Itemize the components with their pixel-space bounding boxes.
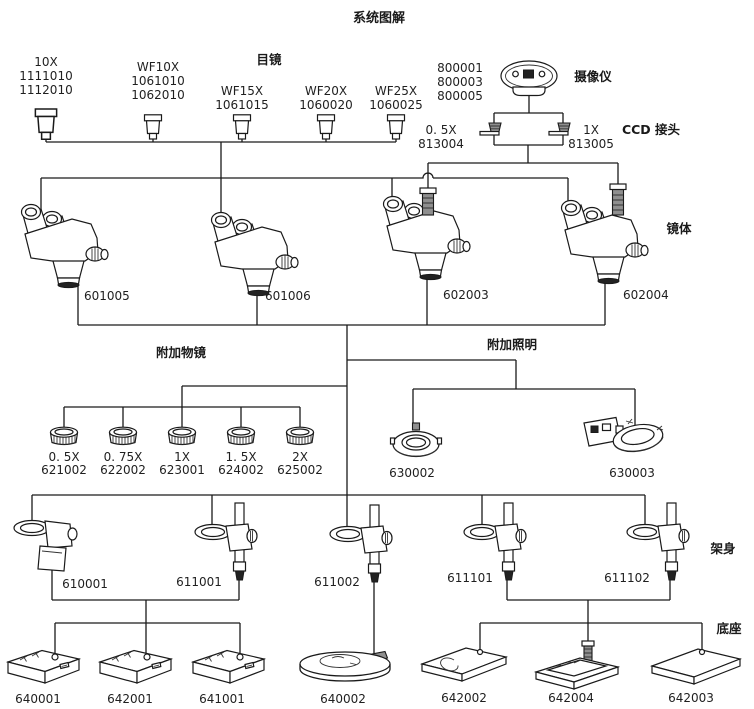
scope-body-601005: [20, 203, 109, 289]
eyepiece-code: 1061010: [131, 74, 184, 88]
eyepiece-code: 1112010: [19, 83, 72, 97]
base-code: 642003: [668, 691, 714, 705]
stand-code: 611001: [176, 575, 222, 589]
base-640002-icon: [299, 650, 391, 682]
eyepiece-wf25x-icon: [386, 114, 406, 140]
eyepiece-code: 1060020: [299, 98, 352, 112]
aux-lens-mag: 2X: [292, 450, 308, 464]
eyepiece-code: 1062010: [131, 88, 184, 102]
base-642001-icon: [99, 649, 172, 684]
stand-code: 611102: [604, 571, 650, 585]
aux-lens-mag: 0. 75X: [104, 450, 143, 464]
eyepiece-label: 10X: [34, 55, 58, 69]
base-642004-icon: [533, 640, 621, 690]
eyepiece-label: WF20X: [305, 84, 347, 98]
ccd-mag: 1X: [583, 123, 599, 137]
ring-light-code: 630003: [609, 466, 655, 480]
eyepiece-10x-icon: [34, 108, 58, 140]
aux-lens-2x-icon: [285, 426, 315, 446]
aux-lens-mag: 0. 5X: [48, 450, 79, 464]
eyepiece-wf15x-icon: [232, 114, 252, 140]
ccd-section-label: CCD 接头: [622, 122, 681, 137]
base-code: 640002: [320, 692, 366, 706]
eyepiece-wf10x-icon: [143, 114, 163, 140]
aux-lens-code: 624002: [218, 463, 264, 477]
body-code: 602003: [443, 288, 489, 302]
eyepieces-section-label: 目镜: [256, 52, 282, 67]
ccd-code: 813004: [418, 137, 464, 151]
aux-lens-mag: 1X: [174, 450, 190, 464]
phototube-602004: [609, 183, 627, 216]
aux-illumination-section-label: 附加照明: [487, 337, 537, 352]
aux-lens-code: 621002: [41, 463, 87, 477]
base-code: 640001: [15, 692, 61, 706]
stand-610001-icon: [13, 519, 78, 572]
aux-lens-code: 625002: [277, 463, 323, 477]
base-642003-icon: [650, 648, 743, 685]
bodies-section-label: 镜体: [666, 221, 692, 236]
connector-lines: [31, 95, 703, 657]
ccd-code: 813005: [568, 137, 614, 151]
stand-611002-icon: [329, 504, 393, 583]
eyepiece-label: WF15X: [221, 84, 263, 98]
base-642002-icon: [419, 647, 509, 682]
stand-611102-icon: [626, 502, 690, 581]
ccd-adapter-1x-icon: [548, 122, 571, 136]
camera-code: 800001: [437, 61, 483, 75]
aux-lens-1x-icon: [167, 426, 197, 446]
aux-lens-code: 623001: [159, 463, 205, 477]
ring-light-code: 630002: [389, 466, 435, 480]
base-640001-icon: [7, 649, 80, 684]
ccd-adapter-05x-icon: [479, 122, 502, 136]
aux-lens-code: 622002: [100, 463, 146, 477]
eyepiece-label: WF25X: [375, 84, 417, 98]
base-code: 642001: [107, 692, 153, 706]
eyepiece-code: 1061015: [215, 98, 268, 112]
scope-body-601006: [210, 211, 299, 297]
stand-611101-icon: [463, 502, 527, 581]
stand-code: 611002: [314, 575, 360, 589]
stand-code: 611101: [447, 571, 493, 585]
ring-light-630003-icon: [583, 416, 664, 453]
aux-objectives-section-label: 附加物镜: [156, 345, 207, 360]
aux-lens-05x-icon: [49, 426, 79, 446]
eyepiece-wf20x-icon: [316, 114, 336, 140]
body-code: 601006: [265, 289, 311, 303]
aux-lens-mag: 1. 5X: [225, 450, 256, 464]
camera-code: 800003: [437, 75, 483, 89]
ccd-mag: 0. 5X: [425, 123, 456, 137]
stand-code: 610001: [62, 577, 108, 591]
ring-light-630002-icon: [389, 422, 443, 458]
phototube-602003: [419, 187, 437, 216]
base-code: 642004: [548, 691, 594, 705]
camera-code: 800005: [437, 89, 483, 103]
body-code: 602004: [623, 288, 669, 302]
base-641001-icon: [192, 649, 265, 684]
base-code: 641001: [199, 692, 245, 706]
aux-lens-075x-icon: [108, 426, 138, 446]
eyepiece-code: 1060025: [369, 98, 422, 112]
base-code: 642002: [441, 691, 487, 705]
aux-lens-15x-icon: [226, 426, 256, 446]
body-code: 601005: [84, 289, 130, 303]
eyepiece-code: 1111010: [19, 69, 72, 83]
bases-section-label: 底座: [716, 621, 742, 636]
stand-611001-icon: [194, 502, 258, 581]
eyepiece-label: WF10X: [137, 60, 179, 74]
camera-section-label: 摄像仪: [574, 69, 612, 84]
diagram-title: 系统图解: [353, 10, 405, 26]
camera-icon: [500, 60, 558, 97]
stands-section-label: 架身: [709, 541, 736, 556]
scope-body-602004: [560, 199, 649, 285]
